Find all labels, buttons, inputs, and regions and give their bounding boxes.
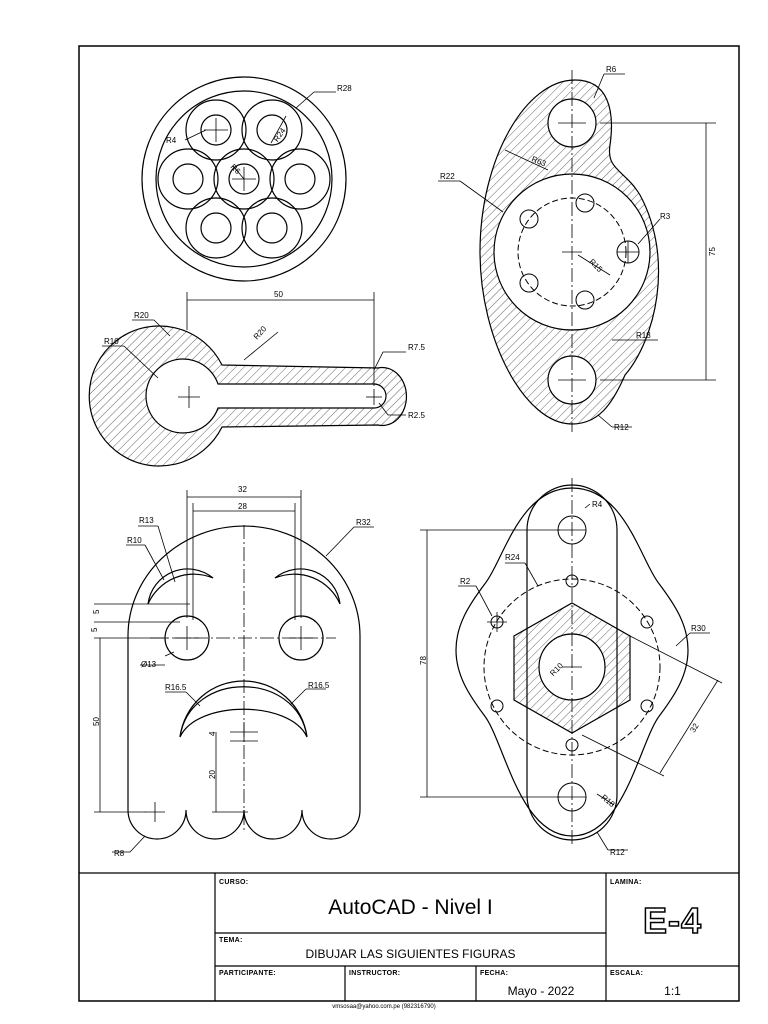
figure-lens — [438, 70, 716, 432]
fig4-label-v5a: 5 — [92, 609, 101, 614]
instructor-label: INSTRUCTOR: — [349, 970, 401, 977]
fig3-label-hole: R10 — [104, 337, 119, 346]
fig4-label-eye: Ø13 — [141, 660, 157, 669]
fig4-label-inner-arc: R10 — [127, 536, 142, 545]
footer-email: vmsosaa@yahoo.com.pe (982316790) — [332, 1004, 436, 1010]
fig3-label-length: 50 — [274, 290, 283, 299]
title-block — [79, 872, 739, 1001]
fig2-label-outer: R22 — [440, 172, 455, 181]
fig3-label-tip: R7.5 — [408, 343, 425, 352]
fig4-label-v4: 4 — [208, 731, 217, 736]
fig4-label-height: 50 — [92, 717, 101, 726]
fig5-label-bottom: R12 — [610, 848, 625, 857]
fig3-label-slot: R2.5 — [408, 411, 425, 420]
fig4-label-mouth-left: R16.5 — [165, 683, 187, 692]
tema-label: TEMA: — [219, 937, 243, 944]
fig5-label-lower: R18 — [599, 793, 616, 810]
fig4-label-inner-width: 28 — [238, 502, 247, 511]
fig4-label-foot: R8 — [114, 849, 125, 858]
fig5-label-side: R30 — [691, 624, 706, 633]
fig4-label-head: R32 — [356, 518, 371, 527]
fig5-label-small: R2 — [460, 577, 471, 586]
fig2-label-side: R18 — [636, 331, 651, 340]
figure-circles — [141, 76, 347, 282]
figure-hex-flange — [420, 478, 723, 851]
curso-label: CURSO: — [219, 879, 249, 886]
escala-value: 1:1 — [664, 984, 681, 998]
fecha-label: FECHA: — [480, 970, 509, 977]
course-title: AutoCAD - Nivel I — [328, 896, 493, 919]
fig3-label-arc: R20 — [252, 324, 269, 341]
fig2-label-hole: R3 — [660, 212, 671, 221]
fig1-label-circle: R24 — [272, 126, 288, 144]
fig4-label-mouth-right: R16.5 — [308, 681, 330, 690]
fig4-label-v20: 20 — [208, 770, 217, 779]
figure-ghost — [94, 490, 374, 853]
fig4-label-v5b: 5 — [90, 627, 99, 632]
fig4-label-outer-width: 32 — [238, 485, 247, 494]
fig2-label-height: 75 — [708, 247, 717, 256]
sheet-border — [78, 45, 740, 1002]
fig5-label-diag: 32 — [688, 721, 701, 734]
participante-label: PARTICIPANTE: — [219, 970, 276, 977]
fig1-label-outer: R28 — [337, 84, 352, 93]
figure-lever — [88, 292, 407, 467]
fig4-label-outer-arc: R13 — [139, 516, 154, 525]
fig5-label-top: R4 — [592, 500, 603, 509]
lamina-label: LAMINA: — [610, 879, 642, 886]
fecha-value: Mayo - 2022 — [507, 984, 575, 998]
fig2-label-top: R6 — [606, 65, 617, 74]
lamina-value: E-4 — [642, 899, 703, 942]
fig3-label-outer: R20 — [134, 311, 149, 320]
escala-label: ESCALA: — [610, 970, 644, 977]
tema-text: DIBUJAR LAS SIGUIENTES FIGURAS — [305, 947, 516, 961]
fig5-label-height: 78 — [419, 656, 428, 665]
fig5-label-pcd: R24 — [505, 553, 520, 562]
fig2-label-bottom: R12 — [614, 423, 629, 432]
fig1-label-small: R4 — [166, 136, 177, 145]
